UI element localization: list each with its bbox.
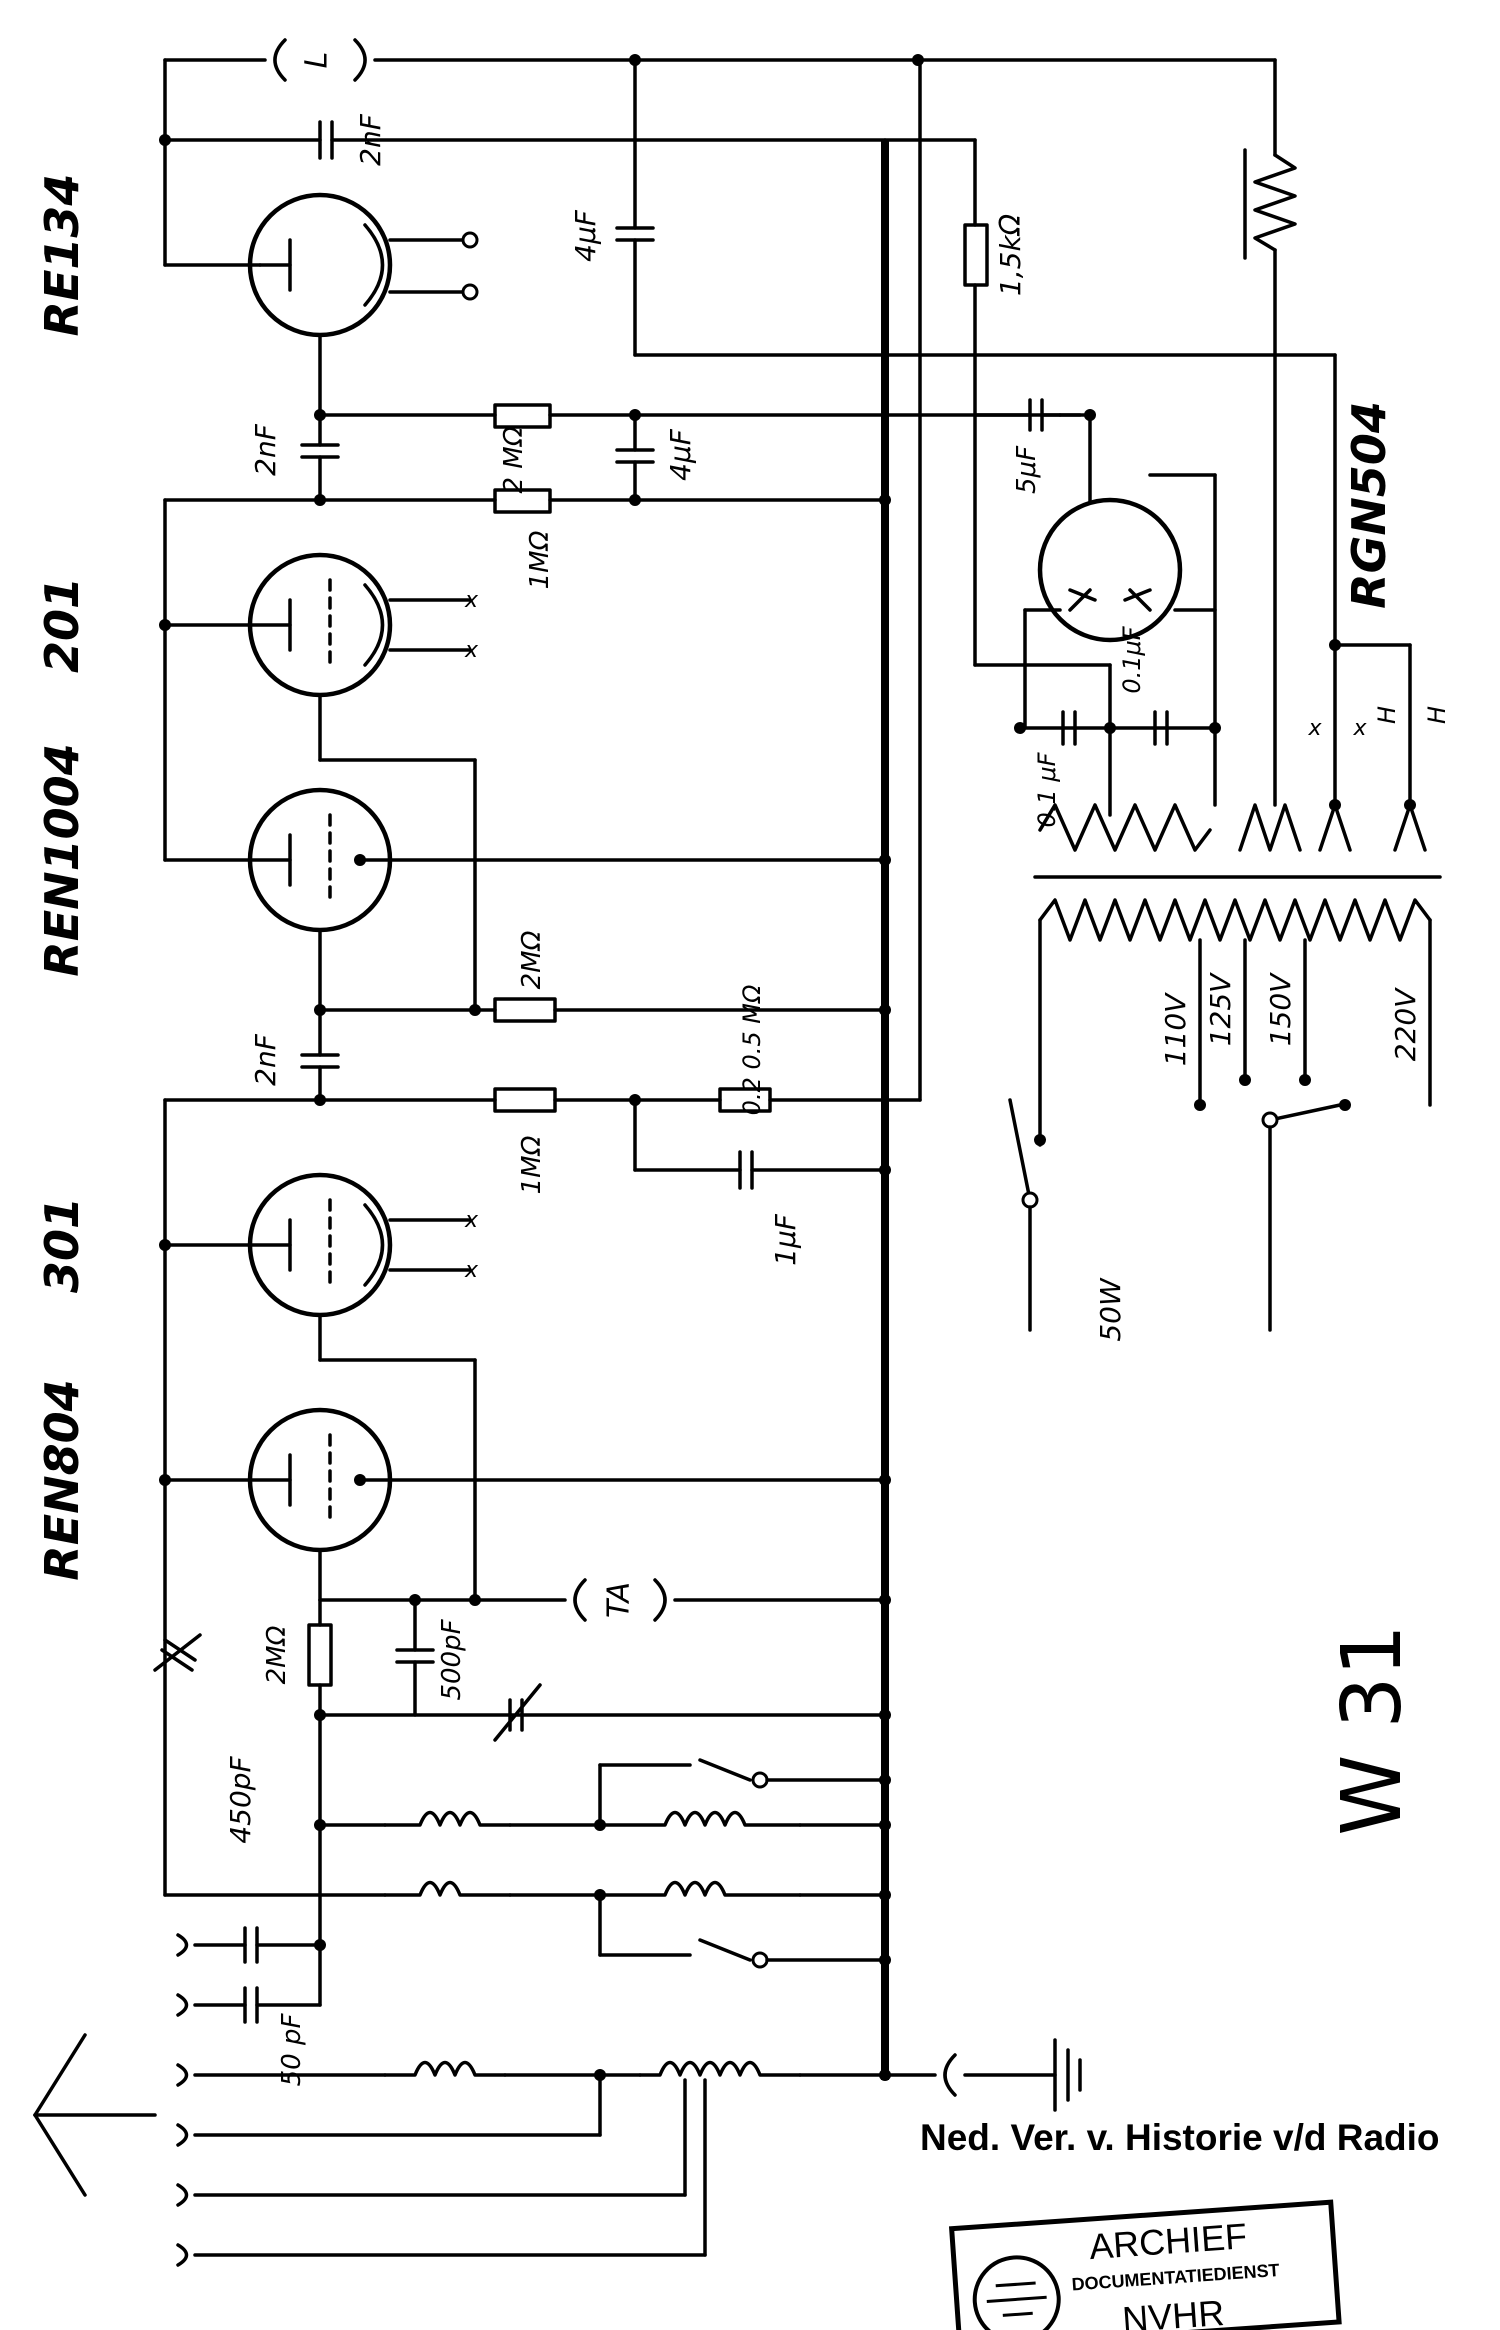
cap-4uf-top-label: 4μF	[569, 209, 602, 262]
pickup-connector: TA	[573, 1578, 667, 1622]
tube-re134	[163, 192, 479, 417]
earth-icon	[883, 2038, 1082, 2112]
res-1m-mid-label: 1MΩ	[517, 1135, 547, 1194]
tube-label-301: 301	[35, 1197, 89, 1293]
stamp-nvhr: NVHR	[1121, 2292, 1226, 2330]
tube-301	[163, 1172, 477, 1362]
credit-text: Ned. Ver. v. Historie v/d Radio	[920, 2117, 1440, 2158]
tube-label-rgn504: RGN504	[1342, 401, 1396, 609]
heater-h-label-2: H	[1423, 706, 1451, 724]
cap-2nf-top-label: 2nF	[354, 113, 387, 166]
cap-2nf-2-label: 2nF	[249, 1033, 282, 1086]
tube-label-ren1004: REN1004	[35, 743, 89, 976]
volt-220-label: 220V	[1389, 987, 1422, 1061]
cap-5uf-label: 5μF	[1012, 445, 1042, 494]
volt-125-label: 125V	[1204, 972, 1237, 1046]
res-2m-low-label: 2MΩ	[262, 1625, 292, 1684]
tube-label-re134: RE134	[35, 174, 89, 337]
power-label: 50W	[1094, 1277, 1127, 1342]
volt-150-label: 150V	[1264, 972, 1297, 1046]
model-label: W 31	[1325, 1624, 1420, 1836]
res-1k5-label: 1,5kΩ	[994, 213, 1027, 296]
antenna-icon	[33, 2033, 157, 2197]
tube-201	[163, 552, 477, 762]
tube-label-ren804: REN804	[35, 1379, 89, 1580]
tube-label-201: 201	[35, 577, 89, 673]
res-2m-mid-label: 2MΩ	[517, 930, 547, 989]
svg-text:x: x	[464, 1208, 479, 1233]
heater-x-label-1: x	[1307, 716, 1322, 741]
svg-text:x: x	[464, 1258, 479, 1283]
speaker-label: L	[300, 52, 335, 69]
res-1m-stack-label: 1MΩ	[525, 530, 555, 589]
tube-ren804	[163, 1407, 887, 1602]
cap-500pf-label: 500pF	[437, 1618, 467, 1700]
svg-text:x: x	[464, 638, 479, 663]
volt-110-label: 110V	[1159, 992, 1192, 1066]
res-02-05-label: 0.2 0.5 MΩ	[738, 984, 766, 1115]
pickup-label: TA	[602, 1582, 637, 1618]
svg-text:x: x	[464, 588, 479, 613]
tube-ren1004	[163, 787, 887, 1012]
archive-stamp: ARCHIEF DOCUMENTATIEDIENST NVHR	[948, 2199, 1342, 2330]
cap-01-b-label: 0.1μF	[1118, 625, 1146, 693]
heater-h-label-1: H	[1373, 706, 1401, 724]
cap-450pf-label: 450pF	[224, 1755, 257, 1843]
cap-01-a-label: 0.1 μF	[1033, 751, 1061, 827]
stamp-archief: ARCHIEF	[1088, 2215, 1248, 2267]
res-2m-stack-label: 2 MΩ	[499, 426, 529, 493]
cap-4uf-mid-label: 4μF	[664, 428, 697, 481]
cap-1uf-label: 1μF	[769, 1213, 802, 1266]
heater-x-label-2: x	[1352, 716, 1367, 741]
tube-rgn504	[1023, 473, 1217, 807]
speaker-connector: L	[163, 38, 1277, 267]
cap-2nf-1-label: 2nF	[249, 423, 282, 476]
